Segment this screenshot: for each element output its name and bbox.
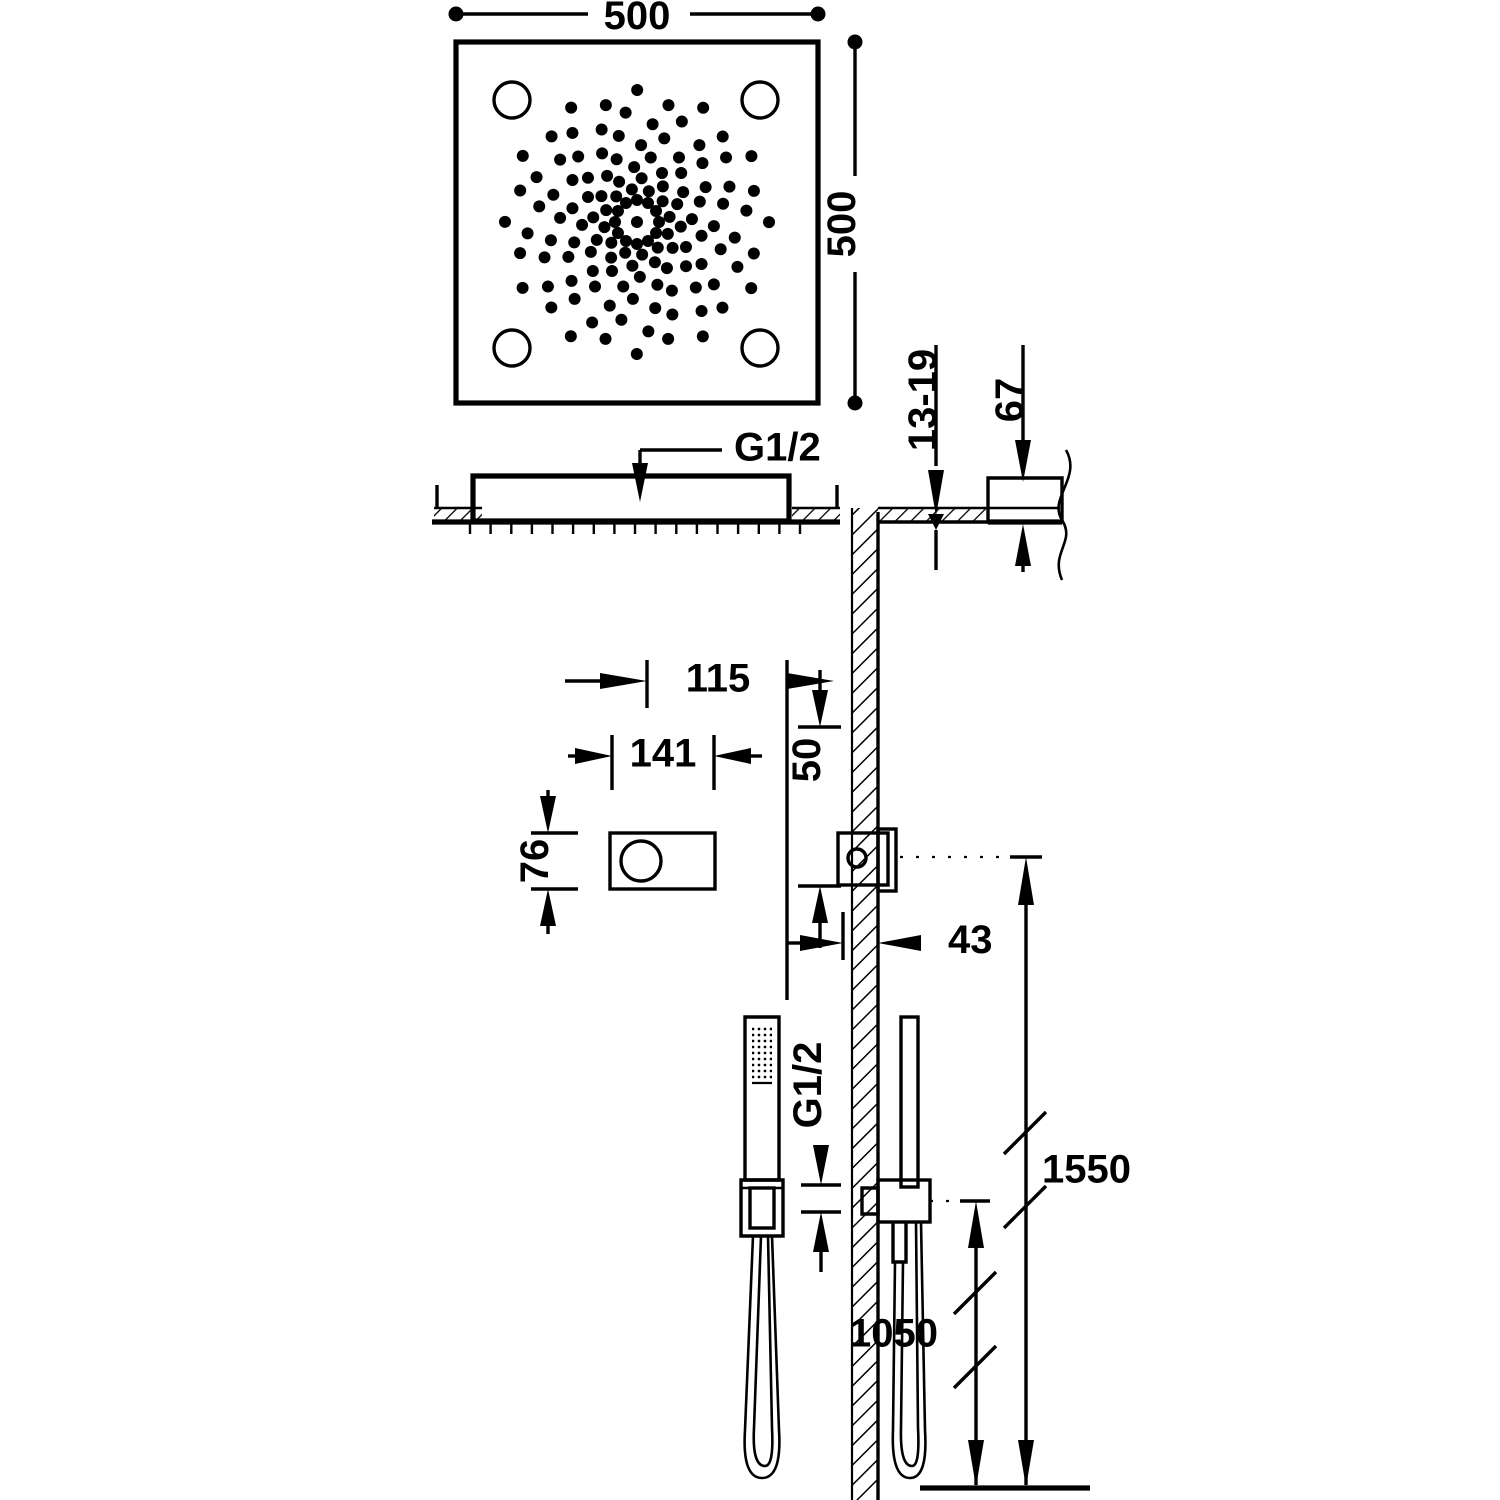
ceiling-recess-box — [986, 449, 1072, 581]
arrow-1550-bottom — [1018, 1440, 1034, 1487]
wall-projection-dimension: 43 — [787, 912, 993, 962]
wall-hatch-fill — [852, 508, 878, 1500]
arrow-50-top — [812, 690, 828, 727]
fixing-hole-bottom-right — [740, 328, 780, 368]
lower-outlet-height-dimension: 1050 — [849, 1199, 998, 1487]
break-slash-1050-b — [952, 1344, 998, 1390]
hose-side-outer — [891, 1221, 927, 1480]
face-nozzle-ticks — [468, 524, 802, 534]
dim-arrow-down-67 — [1015, 440, 1031, 482]
outlet-wall-stub — [860, 1186, 880, 1216]
arrow-76-bottom — [540, 889, 556, 926]
plan-height-dimension: 500 — [820, 34, 864, 411]
plan-height-label: 500 — [820, 191, 864, 258]
shower-head-section: G1/2 — [432, 426, 840, 534]
hand-shower-side-view — [860, 1015, 932, 1480]
panel-height-dimension: 76 — [513, 790, 578, 934]
valve-escutcheon — [876, 827, 898, 893]
dim-arrow-down — [928, 470, 944, 516]
ceiling-box-dimension: 67 — [988, 345, 1032, 572]
hand-shower-hose-inner — [752, 1235, 774, 1468]
arrow-141-right — [714, 748, 751, 764]
shower-head-plan-outline — [453, 39, 821, 406]
break-slash-1050-a — [952, 1270, 998, 1316]
panel-width-label: 141 — [630, 732, 697, 776]
arrow-141-left — [575, 748, 612, 764]
arrow-1550-top — [1018, 857, 1034, 905]
hand-shower-holder — [739, 1178, 785, 1238]
outlet-cone — [891, 1222, 908, 1264]
hand-shower-front-view — [739, 1015, 785, 1480]
arrow-1050-top — [968, 1201, 984, 1248]
dim-arrow-up-head — [928, 514, 944, 530]
thread-leader-arrow — [632, 463, 648, 502]
arrow-hose-bottom — [813, 1212, 829, 1252]
panel-top-offset-label: 115 — [686, 657, 751, 701]
nozzle-hole-pattern — [499, 84, 775, 360]
ceiling-thickness-label: 13-19 — [901, 349, 945, 451]
wall-valve-body — [836, 827, 898, 893]
valve-body-outline — [836, 831, 890, 887]
hand-shower-wand-side — [899, 1015, 920, 1189]
hose-thread-label: G1/2 — [786, 1042, 830, 1129]
hose-side-inner — [899, 1221, 920, 1468]
panel-height-label: 76 — [513, 839, 557, 884]
fixing-hole-top-left — [492, 80, 532, 120]
hand-shower-spray-face — [752, 1025, 772, 1080]
arrow-43-right — [878, 935, 921, 951]
arrow-50-bottom — [812, 886, 828, 923]
control-panel-front-view — [608, 831, 717, 891]
arrow-76-top — [540, 796, 556, 833]
upper-outlet-height-label: 1550 — [1042, 1148, 1131, 1192]
break-slash-1550-b — [1002, 1184, 1048, 1230]
panel-width-dimension: 141 — [568, 732, 762, 790]
control-panel-knob — [619, 839, 663, 883]
ceiling-hatch-left — [434, 508, 482, 522]
control-panel-outline — [608, 831, 717, 891]
valve-offset-label: 50 — [785, 738, 829, 783]
ceiling-thickness-dimension: 13-19 — [901, 345, 945, 570]
arrow-115-left — [600, 673, 647, 689]
wall-section — [850, 506, 1060, 1500]
plan-width-dimension: 500 — [448, 0, 826, 38]
fixing-hole-top-right — [740, 80, 780, 120]
valve-body-port — [846, 847, 868, 869]
break-line-wavy — [1057, 449, 1072, 581]
hand-shower-holder-inner — [748, 1186, 776, 1230]
hose-thread-dimension: G1/2 — [786, 1042, 841, 1272]
upper-outlet-height-dimension: 1550 — [900, 855, 1131, 1487]
lower-outlet-height-label: 1050 — [849, 1312, 938, 1356]
panel-top-offset-dimension: 115 — [565, 657, 834, 1000]
recess-box-outline — [986, 476, 1064, 524]
head-thread-label: G1/2 — [734, 426, 821, 470]
shower-head-body-section — [470, 473, 792, 524]
plan-width-label: 500 — [604, 0, 671, 38]
arrow-115-right — [787, 673, 834, 689]
hand-shower-hose-outer — [743, 1235, 781, 1480]
fixing-hole-bottom-left — [492, 328, 532, 368]
arrow-hose-top — [813, 1145, 829, 1185]
break-slash-1550-a — [1002, 1110, 1048, 1156]
ceiling-box-label: 67 — [988, 378, 1032, 423]
wall-projection-label: 43 — [948, 918, 993, 962]
arrow-43-left — [800, 935, 843, 951]
valve-offset-dimension: 50 — [785, 670, 841, 948]
arrow-1050-bottom — [968, 1440, 984, 1487]
ceiling-hatch-right — [792, 508, 840, 522]
